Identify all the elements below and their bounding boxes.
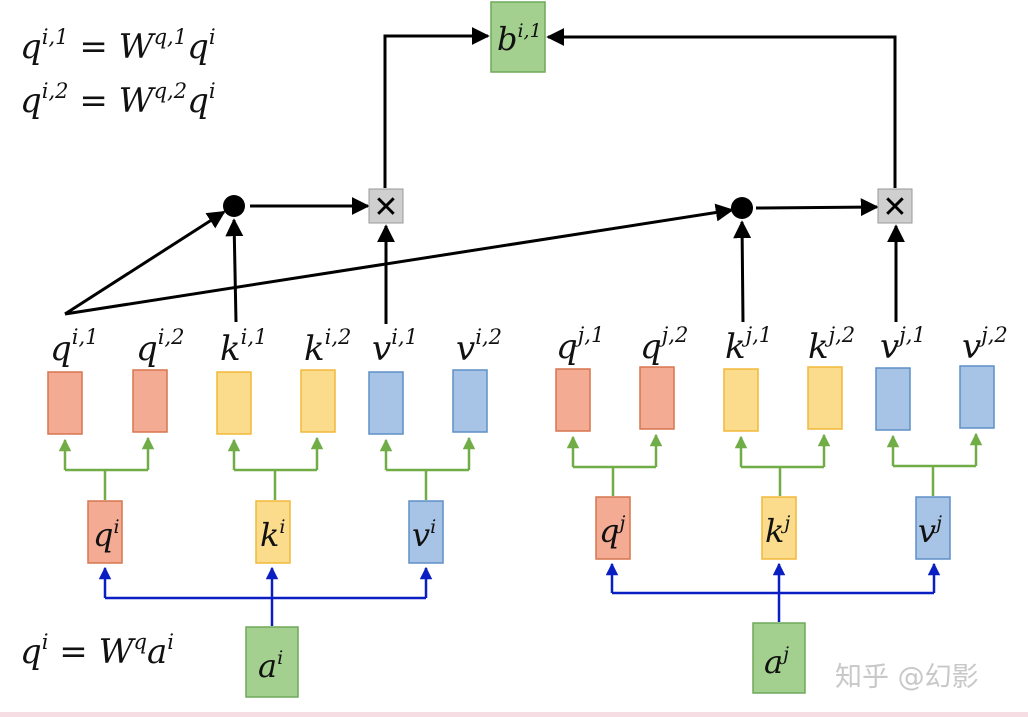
vector-k-j	[761, 496, 797, 560]
label-q-i: qi	[93, 516, 120, 554]
vector-q-j1	[555, 368, 591, 432]
equation-qi1: qi,1 = Wq,1qi	[20, 25, 216, 67]
input-a-j-label: aj	[764, 643, 789, 681]
equation-qi: qi = Wqai	[20, 630, 174, 672]
label-k-j2: kj,2	[808, 323, 855, 367]
equation-qi2: qi,2 = Wq,2qi	[20, 79, 216, 121]
label-k-i: ki	[260, 516, 285, 554]
vector-k-i1	[216, 371, 252, 435]
vector-v-i	[408, 500, 444, 564]
label-k-i1: ki,1	[220, 325, 267, 369]
vector-q-j2	[639, 366, 675, 430]
input-a-i-label: ai	[258, 647, 283, 685]
vector-q-i	[87, 500, 123, 564]
projections-i: qi ki vi	[87, 500, 444, 564]
label-v-i2: vi,2	[456, 325, 502, 369]
label-q-j: qj	[599, 512, 625, 550]
label-k-i2: ki,2	[304, 325, 351, 369]
label-q-j1: qj,1	[556, 323, 604, 367]
vector-k-i2	[300, 369, 336, 433]
head-vectors-j	[555, 365, 995, 432]
label-v-j1: vj,1	[880, 323, 926, 367]
vector-v-i2	[452, 369, 488, 433]
label-v-j2: vj,2	[962, 323, 1008, 367]
svg-text:✕: ✕	[882, 190, 907, 225]
vector-q-i1	[47, 371, 83, 435]
label-k-j: kj	[765, 512, 790, 550]
vector-v-j2	[959, 365, 995, 429]
input-a-i-box	[245, 626, 299, 698]
vector-k-j2	[807, 366, 843, 430]
head-labels-j: qj,1 qj,2 kj,1 kj,2 vj,1 vj,2	[556, 323, 1008, 367]
label-q-j2: qj,2	[640, 323, 688, 367]
head-labels-i: qi,1 qi,2 ki,1 ki,2 vi,1 vi,2	[50, 325, 502, 369]
input-a-j-box	[752, 622, 806, 694]
label-q-i1: qi,1	[50, 325, 99, 369]
projection-arrows	[98, 562, 941, 626]
vector-v-j1	[875, 367, 911, 431]
head-vectors-i	[47, 369, 488, 435]
split-arrows	[58, 432, 983, 500]
vector-v-j	[915, 496, 951, 560]
bottom-strip	[0, 712, 1028, 717]
vector-q-i2	[132, 369, 168, 433]
multiply-node-j: ✕	[877, 188, 913, 225]
dot-product-i	[223, 195, 245, 217]
label-v-j: vj	[918, 512, 942, 550]
dot-product-j	[731, 197, 753, 219]
vector-k-j1	[723, 368, 759, 432]
vector-q-j	[595, 496, 631, 560]
label-v-i: vi	[412, 516, 436, 554]
watermark: 知乎 @幻影	[835, 662, 979, 693]
svg-text:✕: ✕	[373, 190, 398, 225]
output-b-label: bi,1	[497, 20, 542, 58]
label-v-i1: vi,1	[372, 325, 418, 369]
vector-v-i1	[368, 371, 404, 435]
label-q-i2: qi,2	[136, 325, 185, 369]
projections-j: qj kj vj	[595, 496, 951, 560]
attention-arrows	[64, 27, 905, 324]
label-k-j1: kj,1	[725, 323, 772, 367]
multiply-node-i: ✕	[368, 188, 404, 225]
vector-k-i	[255, 500, 291, 564]
output-b-box	[490, 1, 546, 73]
